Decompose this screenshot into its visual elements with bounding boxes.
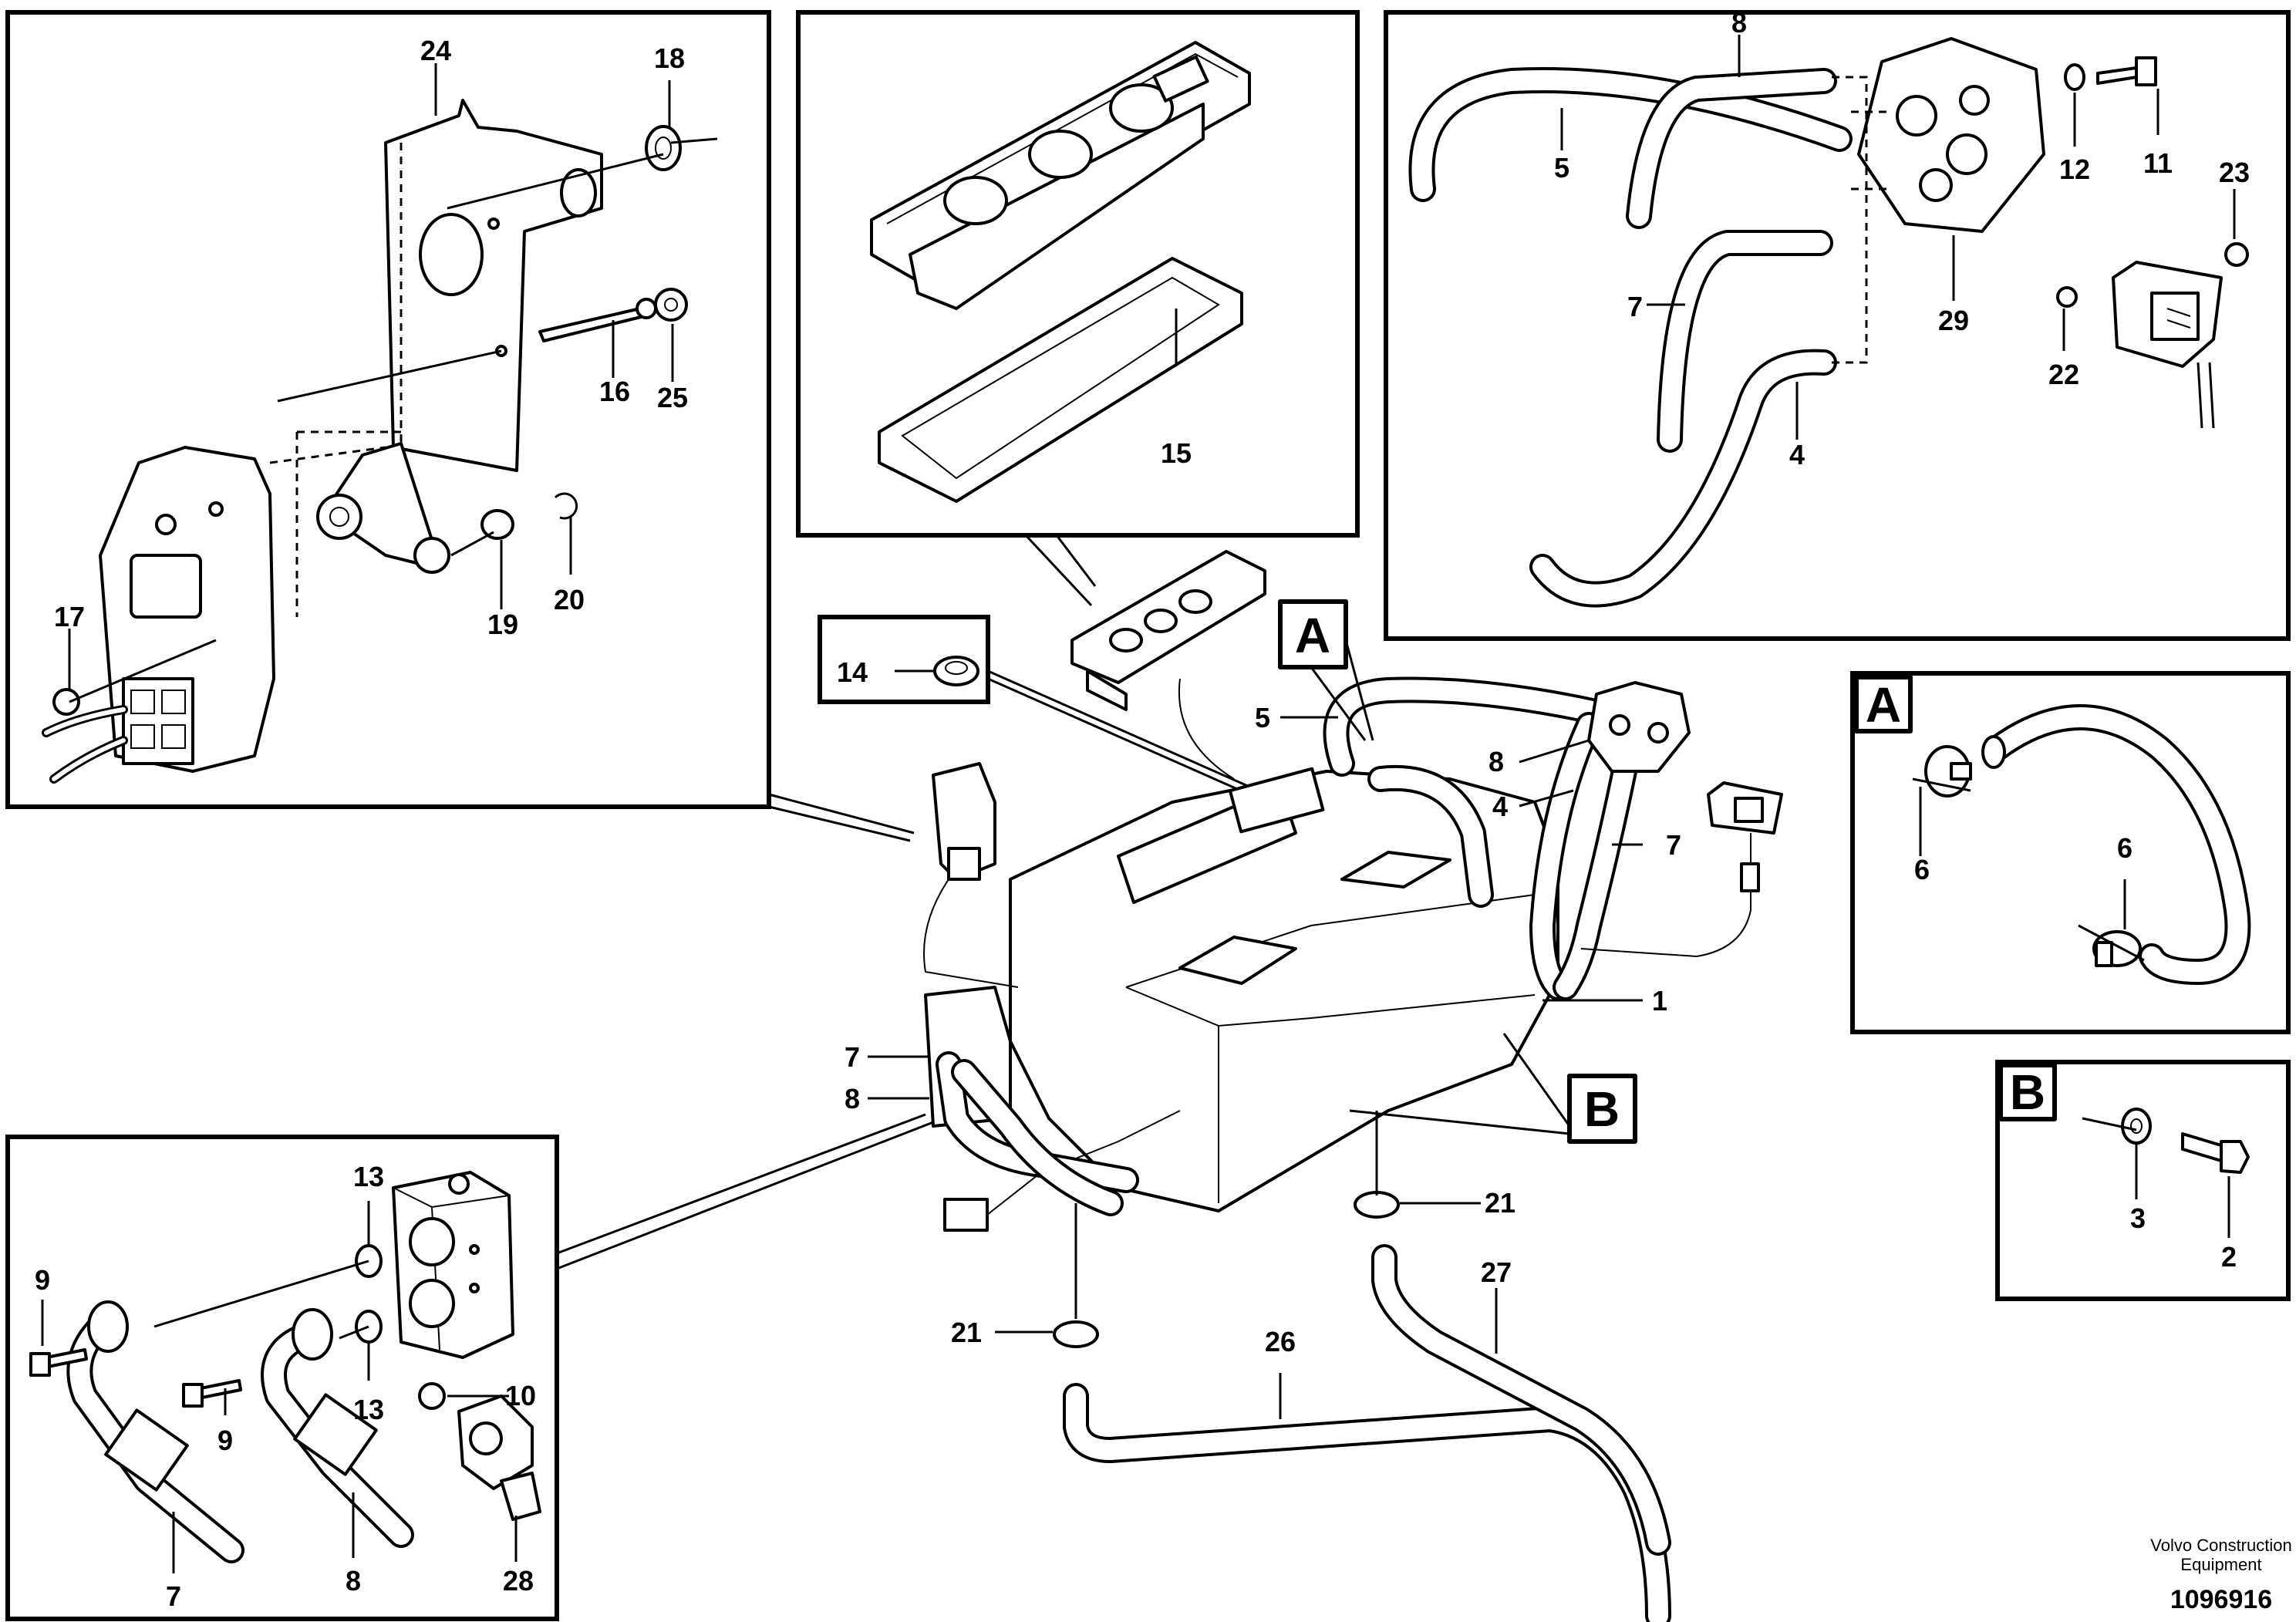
- label-6-clamp-a: 6: [1914, 854, 1930, 885]
- label-1: 1: [1652, 985, 1667, 1017]
- label-7-main: 7: [1666, 829, 1681, 861]
- label-15: 15: [1161, 437, 1192, 469]
- label-8-pipe: 8: [346, 1565, 361, 1597]
- label-5-hose: 5: [1554, 152, 1569, 184]
- label-28: 28: [503, 1565, 534, 1597]
- hose-detail-panel: 8 5 12 11 23 7 29 22 4: [1384, 7, 2291, 641]
- detail-b-panel: B 3 2: [1995, 1060, 2291, 1301]
- label-23: 23: [2219, 157, 2250, 188]
- label-7-hose: 7: [1627, 291, 1643, 322]
- label-5-main: 5: [1255, 702, 1270, 733]
- label-29: 29: [1938, 305, 1969, 336]
- label-22: 22: [2048, 359, 2079, 390]
- detail-b-title: B: [2010, 1064, 2045, 1120]
- drawing-number: 1096916: [2170, 1585, 2272, 1614]
- label-21-upper: 21: [1485, 1187, 1515, 1219]
- label-24: 24: [420, 35, 451, 66]
- label-14: 14: [837, 656, 868, 688]
- label-27: 27: [1481, 1256, 1512, 1288]
- label-4-main: 4: [1492, 791, 1508, 822]
- label-9-left: 9: [35, 1264, 50, 1296]
- label-4-hose: 4: [1789, 439, 1805, 470]
- label-3: 3: [2130, 1202, 2146, 1234]
- control-panel-detail: 15: [796, 10, 1360, 538]
- detail-a-title: A: [1866, 677, 1901, 733]
- detail-a-panel: A 6 6: [1850, 671, 2291, 1034]
- label-6-clamp-b: 6: [2117, 832, 2132, 864]
- valve-detail-panel: 13 13 9 9 10 7 8 28: [5, 1135, 559, 1621]
- label-8-hose: 8: [1731, 7, 1747, 39]
- label-21-lower: 21: [951, 1317, 982, 1348]
- label-7-pipe: 7: [166, 1580, 181, 1612]
- label-13-lower: 13: [353, 1394, 384, 1425]
- callout-a-main: A: [1295, 608, 1330, 663]
- label-9-right: 9: [217, 1425, 233, 1456]
- label-2: 2: [2221, 1241, 2237, 1273]
- label-20: 20: [554, 584, 585, 615]
- actuator-detail-panel: 24 18 16 25 17 19 20: [5, 10, 771, 809]
- label-7-valve: 7: [845, 1041, 860, 1073]
- label-10: 10: [505, 1380, 536, 1411]
- company-line-2: Equipment: [2180, 1555, 2261, 1574]
- company-line-1: Volvo Construction: [2150, 1536, 2291, 1555]
- label-11: 11: [2143, 147, 2173, 179]
- label-18: 18: [654, 42, 685, 74]
- label-25: 25: [657, 382, 688, 413]
- footer: Volvo Construction Equipment 1096916: [2150, 1536, 2291, 1614]
- label-13-upper: 13: [353, 1161, 384, 1192]
- label-17: 17: [54, 601, 85, 632]
- callout-b-main: B: [1584, 1081, 1620, 1137]
- label-8-main: 8: [1489, 746, 1504, 777]
- label-8-valve: 8: [845, 1083, 860, 1114]
- label-26: 26: [1265, 1326, 1296, 1357]
- main-assembly: 14: [818, 550, 1783, 1622]
- label-16: 16: [599, 376, 630, 407]
- label-19: 19: [487, 609, 518, 640]
- label-12: 12: [2059, 153, 2090, 185]
